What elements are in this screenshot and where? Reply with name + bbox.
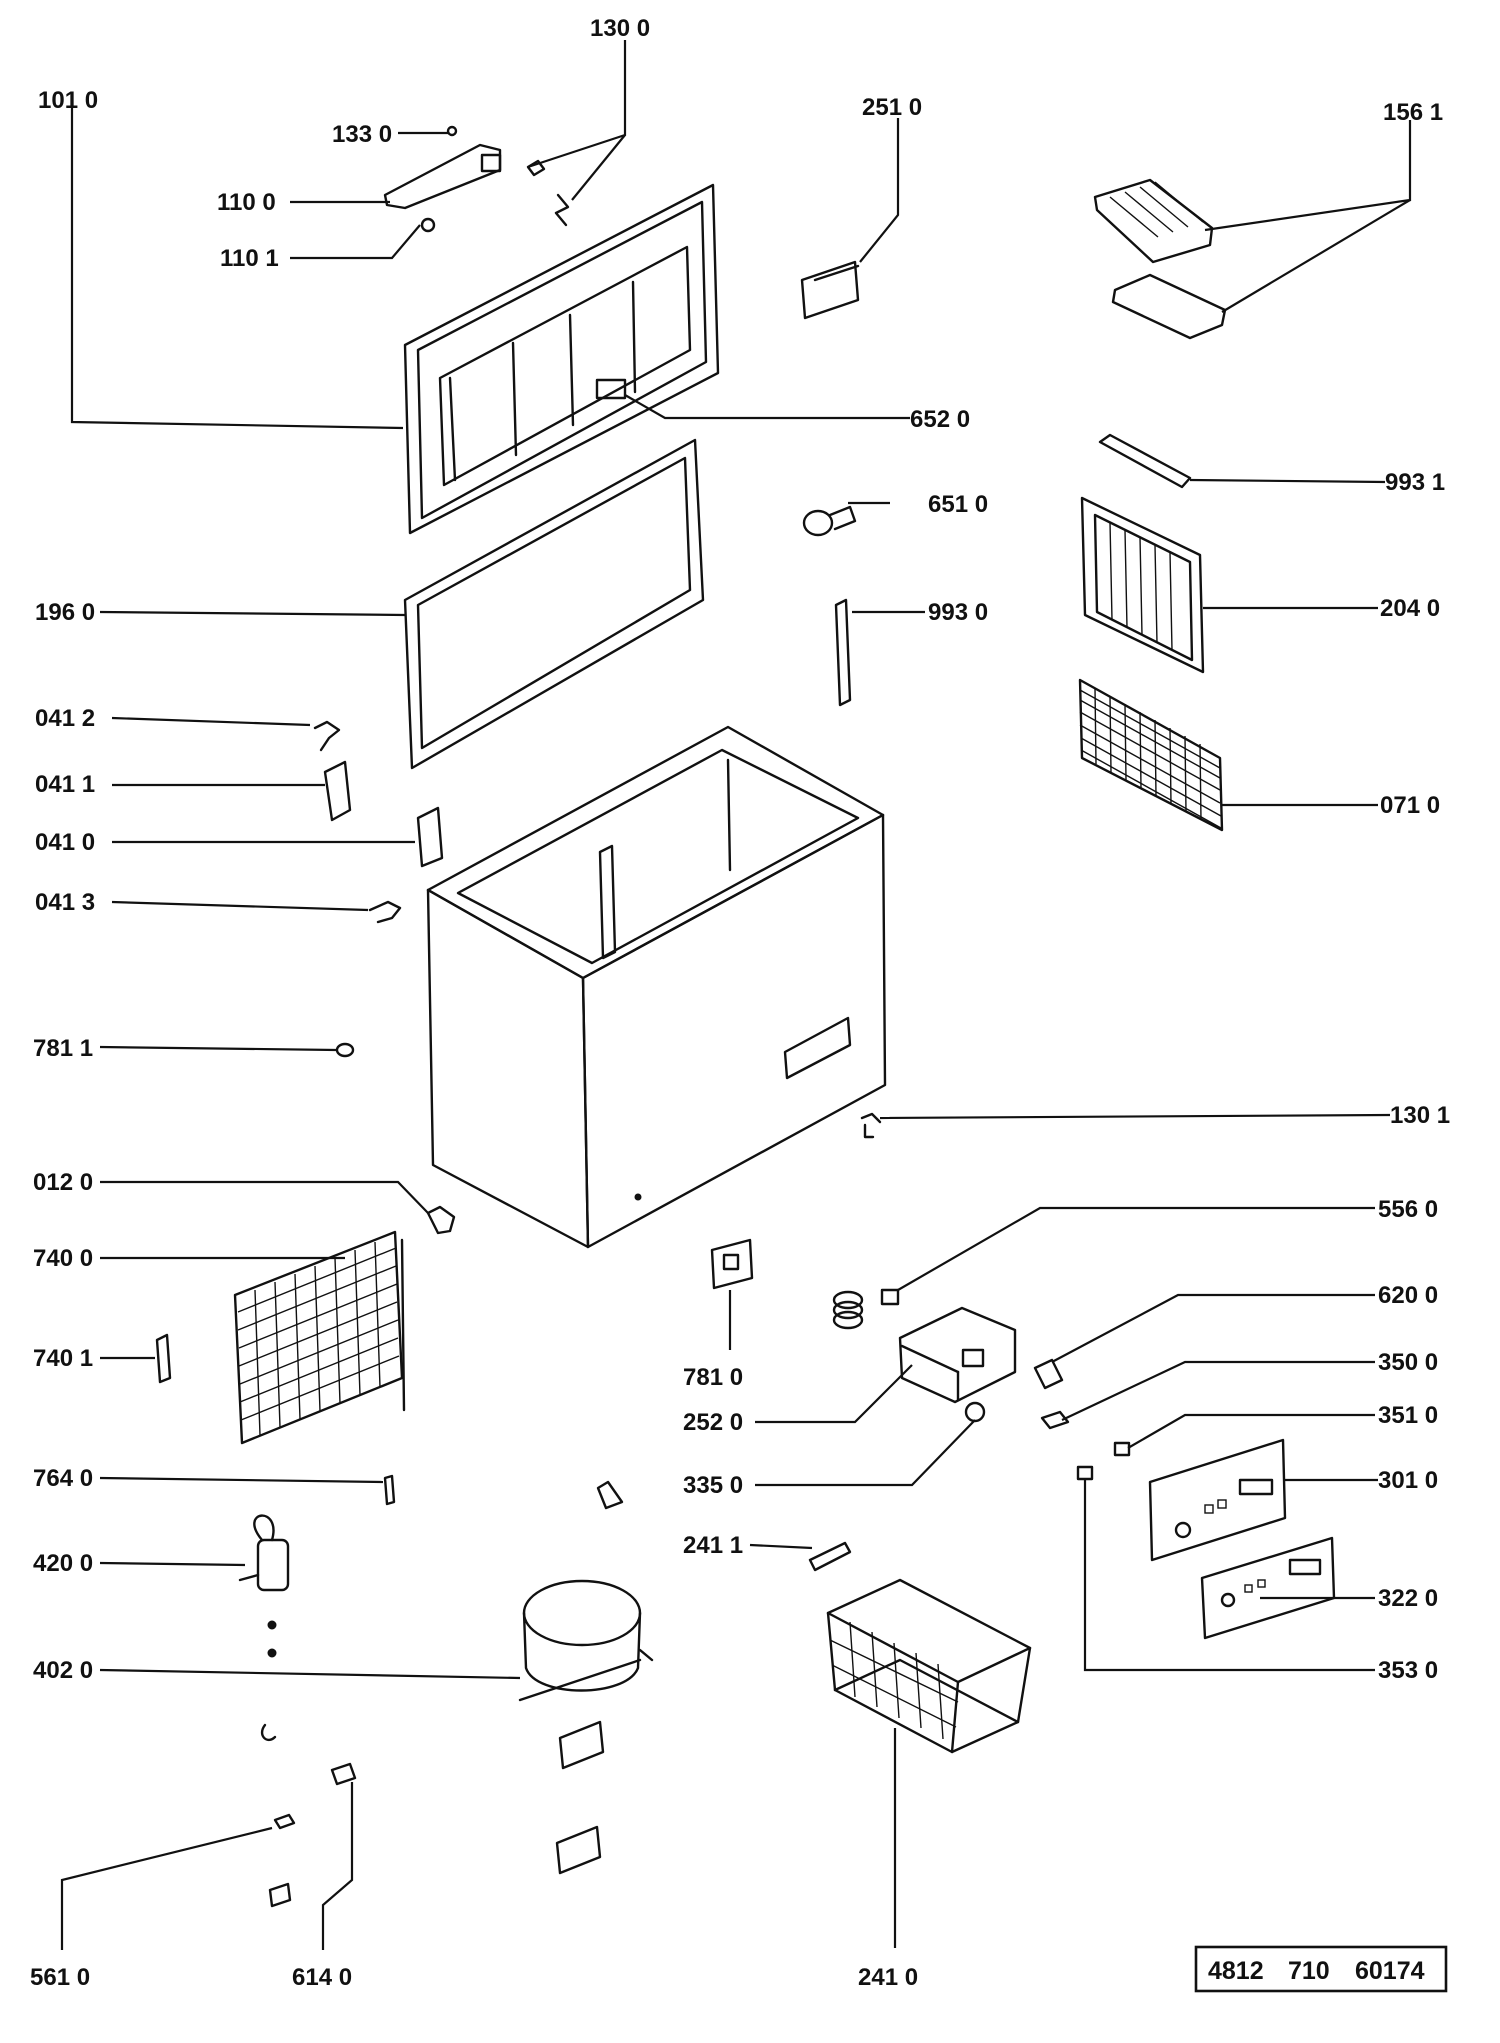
- label-740-1: 740 1: [33, 1345, 93, 1372]
- basket-part: [826, 1578, 1032, 1754]
- bracket-041-0-part: [416, 806, 444, 868]
- reference-part-b: 710: [1288, 1957, 1330, 1985]
- label-740-0: 740 0: [33, 1245, 93, 1272]
- label-993-1: 993 1: [1385, 469, 1445, 496]
- label-764-0: 764 0: [33, 1465, 93, 1492]
- label-101-0: 101 0: [38, 87, 98, 114]
- reference-part-a: 4812: [1208, 1957, 1264, 1985]
- label-071-0: 071 0: [1380, 792, 1440, 819]
- switch-350-part: [1040, 1410, 1070, 1430]
- compressor-part: [518, 1579, 654, 1702]
- pulley-part: [964, 1401, 986, 1423]
- capacitor-part: [238, 1514, 290, 1658]
- label-196-0: 196 0: [35, 599, 95, 626]
- label-402-0: 402 0: [33, 1657, 93, 1684]
- handle-part: [383, 125, 502, 233]
- part-labels: 101 0 130 0 133 0 110 0 110 1 251 0 156 …: [30, 15, 1450, 1991]
- label-251-0: 251 0: [862, 94, 922, 121]
- strip-part: [834, 598, 852, 707]
- label-781-1: 781 1: [33, 1035, 93, 1062]
- control-housing-part: [898, 1306, 1017, 1404]
- hook-part: [860, 1112, 882, 1139]
- label-556-0: 556 0: [1378, 1196, 1438, 1223]
- small-part: [596, 1480, 624, 1510]
- hinge-clip-part: [526, 159, 570, 227]
- knob-part: [802, 505, 857, 537]
- reference-part-c: 60174: [1355, 1957, 1425, 1985]
- foot-part: [335, 1042, 355, 1058]
- label-350-0: 350 0: [1378, 1349, 1438, 1376]
- label-561-0: 561 0: [30, 1964, 90, 1991]
- label-241-0: 241 0: [858, 1964, 918, 1991]
- label-652-0: 652 0: [910, 406, 970, 433]
- label-041-3: 041 3: [35, 889, 95, 916]
- bracket-041-3-part: [368, 900, 402, 924]
- label-110-1: 110 1: [220, 245, 279, 272]
- label-420-0: 420 0: [33, 1550, 93, 1577]
- bracket-041-1-part: [323, 760, 352, 822]
- reference-box: 4812 710 60174: [1194, 1945, 1448, 1993]
- evaporator-part: [1080, 496, 1205, 674]
- ice-tray-part: [1093, 178, 1227, 340]
- gasket-part: [403, 438, 705, 770]
- grid-panel-part: [1078, 678, 1224, 832]
- bar-241-1-part: [808, 1541, 852, 1572]
- switch-620-part: [1033, 1358, 1064, 1390]
- block-part: [800, 260, 860, 320]
- lid-part: [403, 183, 720, 535]
- label-241-1: 241 1: [683, 1532, 743, 1559]
- leader-lines: [60, 40, 1412, 1950]
- label-110-0: 110 0: [217, 189, 276, 216]
- label-041-2: 041 2: [35, 705, 95, 732]
- label-614-0: 614 0: [292, 1964, 352, 1991]
- label-252-0: 252 0: [683, 1409, 743, 1436]
- label-133-0: 133 0: [332, 121, 392, 148]
- spring-part: [832, 1288, 900, 1330]
- label-620-0: 620 0: [1378, 1282, 1438, 1309]
- pin-764-part: [383, 1474, 396, 1506]
- label-993-0: 993 0: [928, 599, 988, 626]
- label-156-1: 156 1: [1383, 99, 1443, 126]
- block-351-part: [1113, 1441, 1131, 1457]
- label-204-0: 204 0: [1380, 595, 1440, 622]
- label-012-0: 012 0: [33, 1169, 93, 1196]
- block-353-part: [1076, 1465, 1094, 1481]
- relay-box-part: [555, 1720, 605, 1875]
- label-351-0: 351 0: [1378, 1402, 1438, 1429]
- label-651-0: 651 0: [928, 491, 988, 518]
- clip-740-1-part: [155, 1333, 172, 1384]
- condenser-part: [233, 1230, 406, 1445]
- panel-label-part: [1200, 1536, 1336, 1640]
- cabinet-part: [426, 725, 887, 1249]
- label-041-0: 041 0: [35, 829, 95, 856]
- label-301-0: 301 0: [1378, 1467, 1438, 1494]
- label-781-0: 781 0: [683, 1364, 743, 1391]
- label-335-0: 335 0: [683, 1472, 743, 1499]
- bracket-781-0-part: [710, 1238, 754, 1290]
- label-130-1: 130 1: [1390, 1102, 1450, 1129]
- bar-part: [1098, 433, 1192, 489]
- label-041-1: 041 1: [35, 771, 95, 798]
- small-clip-part: [260, 1723, 357, 1908]
- label-130-0: 130 0: [590, 15, 650, 42]
- hinge-012-part: [426, 1205, 456, 1235]
- control-panel-part: [1148, 1438, 1287, 1562]
- bracket-041-2-part: [313, 720, 341, 752]
- label-322-0: 322 0: [1378, 1585, 1438, 1612]
- label-353-0: 353 0: [1378, 1657, 1438, 1684]
